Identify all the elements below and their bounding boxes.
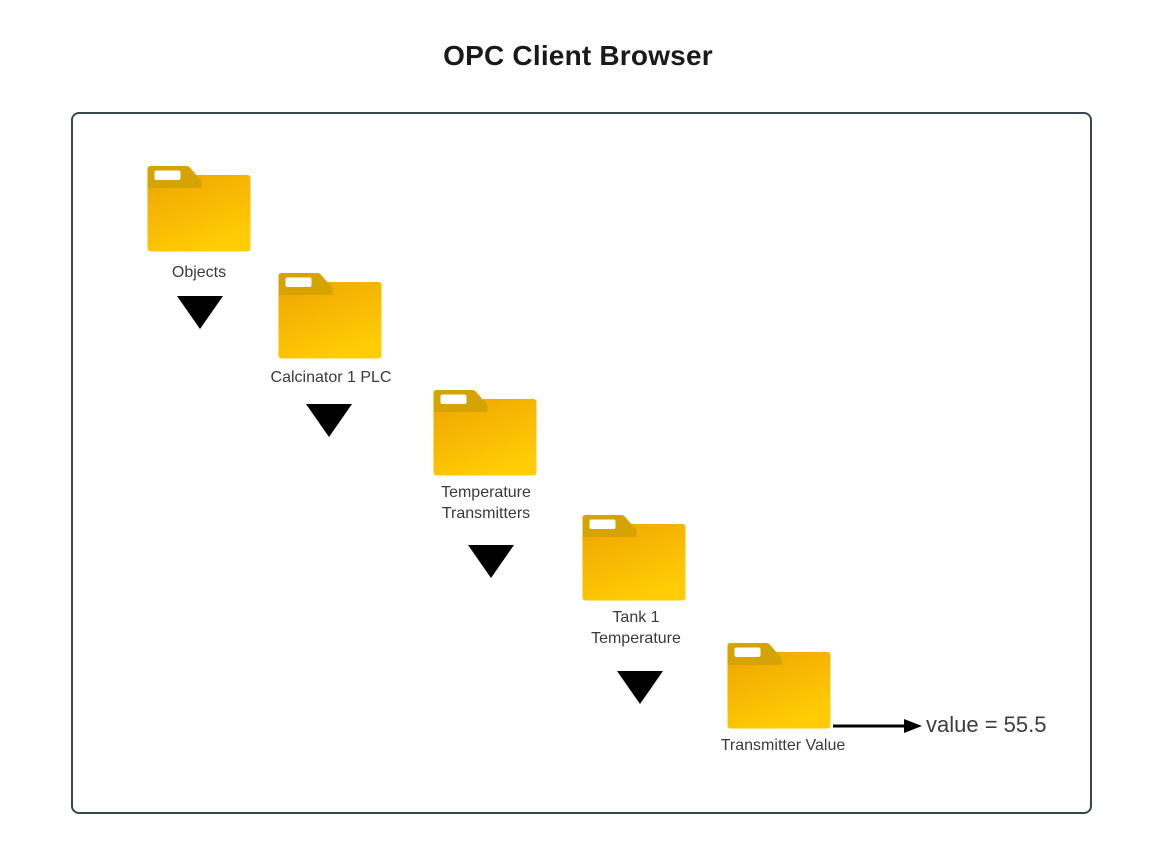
folder-icon: [727, 643, 831, 729]
folder-icon: [582, 515, 686, 601]
node-label-transmitter-value: Transmitter Value: [683, 735, 883, 756]
expand-triangle-icon: [468, 545, 514, 578]
folder-icon: [278, 273, 382, 359]
value-arrow-icon: [833, 719, 922, 733]
folder-node-objects: [147, 164, 251, 252]
folder-icon: [433, 390, 537, 476]
node-label-line: Tank 1: [612, 609, 660, 626]
node-label-line: Objects: [171, 264, 227, 281]
node-label-line: Transmitter Value: [720, 737, 846, 754]
node-label-line: Temperature: [591, 630, 681, 647]
folder-node-temperature-transmitters: [433, 388, 537, 476]
node-label-tank-1-temperature: Tank 1 Temperature: [536, 607, 736, 649]
node-label-line: Calcinator 1 PLC: [270, 369, 392, 386]
node-label-line: Transmitters: [441, 505, 531, 522]
node-label-line: Temperature: [441, 484, 531, 501]
figure-title: OPC Client Browser: [443, 40, 713, 71]
folder-node-calcinator-1-plc: [278, 271, 382, 359]
folder-node-transmitter-value: [727, 641, 831, 729]
folder-icon: [147, 166, 251, 252]
expand-triangle-icon: [617, 671, 663, 704]
expand-triangle-icon: [177, 296, 223, 329]
folder-node-tank-1-temperature: [582, 513, 686, 601]
expand-triangle-icon: [306, 404, 352, 437]
node-label-temperature-transmitters: Temperature Transmitters: [386, 482, 586, 524]
value-annotation: value = 55.5: [926, 712, 1047, 737]
node-label-calcinator-1-plc: Calcinator 1 PLC: [231, 367, 431, 388]
diagram-frame: [71, 112, 1092, 814]
node-label-objects: Objects: [99, 262, 299, 283]
